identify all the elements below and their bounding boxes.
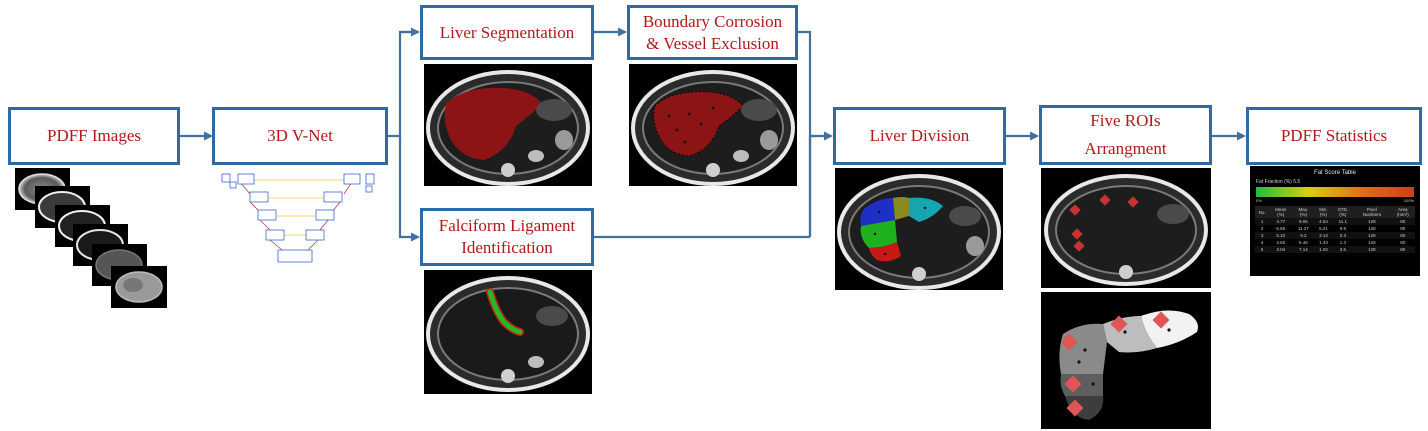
fat-score-table: Fat Score Table Fat Fraction (%) 5.5 0% … (1250, 166, 1420, 276)
label-3d-vnet: 3D V-Net (267, 126, 333, 145)
th-mean: Mean(%) (1275, 207, 1287, 217)
vnet-layer-blocks (221, 173, 375, 263)
fat-fraction-color-bar (1256, 187, 1414, 197)
liver-mask (444, 87, 542, 160)
mri-liver-division (835, 168, 1003, 290)
arrow-vnet-to-split (388, 30, 418, 138)
th-max: Max.(%) (1298, 207, 1309, 217)
mri-five-rois (1041, 168, 1211, 288)
mri-liver-segmentation (424, 64, 592, 186)
segment-olive (893, 197, 909, 220)
box-falciform-ligament: Falciform Ligament Identification (420, 208, 594, 266)
fat-fraction-readout: Fat Fraction (%) 5.5 (1256, 179, 1420, 185)
label-falciform-line2: Identification (461, 238, 553, 257)
th-min: Min.(%) (1319, 207, 1328, 217)
box-five-rois: Five ROIs Arrangment (1039, 105, 1212, 165)
label-rois-line1: Five ROIs (1090, 111, 1161, 130)
box-pdff-images: PDFF Images (8, 107, 180, 165)
label-pdff-statistics: PDFF Statistics (1280, 126, 1388, 145)
th-no: No. (1258, 209, 1266, 215)
scale-min: 0% (1256, 198, 1262, 203)
segment-green (860, 220, 897, 248)
roi-segment-map (1041, 292, 1211, 429)
fat-fraction-scale: 0% 100% (1256, 198, 1414, 203)
fat-score-grid: No. Mean(%) Max.(%) Min.(%) STD.(%) Pixe… (1255, 206, 1415, 253)
scale-max: 100% (1403, 198, 1414, 203)
label-pdff-images: PDFF Images (47, 126, 141, 145)
box-3d-vnet: 3D V-Net (212, 107, 388, 165)
vnet-skip-connections (242, 179, 350, 236)
fat-score-table-title: Fat Score Table (1314, 170, 1356, 176)
pdff-image-stack (15, 168, 167, 308)
vnet-architecture-diagram (221, 173, 375, 263)
corroded-liver-mask (653, 91, 744, 157)
label-liver-segmentation: Liver Segmentation (439, 22, 575, 42)
mri-falciform-ligament (424, 270, 592, 394)
mri-slice-6 (111, 266, 167, 308)
box-boundary-corrosion: Boundary Corrosion & Vessel Exclusion (627, 5, 798, 60)
arrow-boundary-to-division (798, 30, 812, 237)
th-std: STD.(%) (1337, 207, 1348, 217)
label-liver-division: Liver Division (869, 126, 970, 145)
segment-blue (860, 198, 895, 226)
segment-cyan (909, 197, 943, 222)
label-boundary-line2: & Vessel Exclusion (646, 33, 779, 53)
segment-red (869, 242, 901, 262)
th-area: Area(mm²) (1396, 207, 1409, 217)
box-pdff-statistics: PDFF Statistics (1246, 107, 1422, 165)
label-falciform-line1: Falciform Ligament (438, 216, 576, 235)
fat-fraction-value: 5.5 (1293, 179, 1301, 185)
box-liver-segmentation: Liver Segmentation (420, 5, 594, 60)
arrow-vnet-to-falciform (398, 136, 420, 242)
label-rois-line2: Arrangment (1084, 139, 1167, 158)
fat-fraction-label: Fat Fraction (%) (1256, 179, 1292, 185)
mri-boundary-corrosion (629, 64, 797, 186)
label-boundary-line1: Boundary Corrosion (642, 11, 783, 31)
table-header-row: No. Mean(%) Max.(%) Min.(%) STD.(%) Pixe… (1255, 206, 1415, 218)
roi-markers-mri (1069, 194, 1139, 252)
box-liver-division: Liver Division (833, 107, 1006, 165)
